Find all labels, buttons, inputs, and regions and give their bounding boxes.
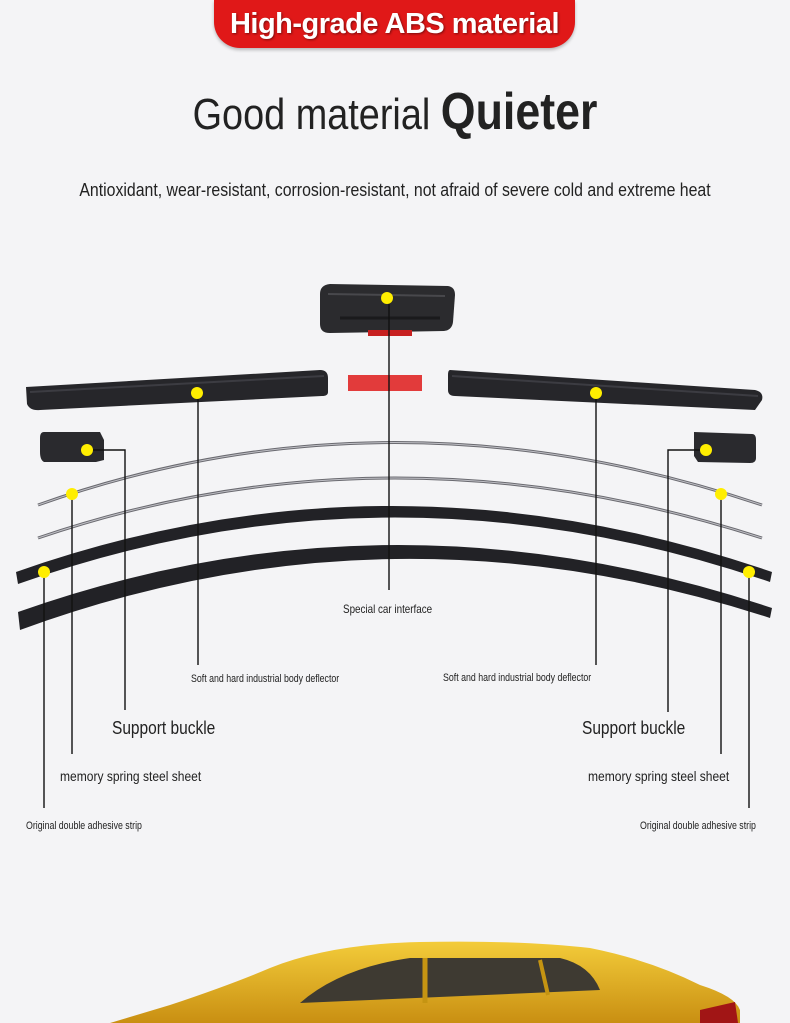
rubber-strip-upper (16, 506, 772, 584)
label-deflector-right: Soft and hard industrial body deflector (443, 672, 592, 684)
label-spring-right: memory spring steel sheet (588, 768, 730, 784)
banner-text: High-grade ABS material (229, 7, 560, 40)
label-support-buckle-right: Support buckle (582, 718, 686, 738)
rubber-strip-lower (18, 544, 772, 630)
leader-lines (43, 300, 750, 808)
label-special-car-interface: Special car interface (343, 602, 433, 616)
label-adhesive-right: Original double adhesive strip (640, 820, 756, 832)
headline-part2: Quieter (440, 83, 598, 141)
label-deflector-left: Soft and hard industrial body deflector (191, 673, 340, 685)
label-support-buckle-left: Support buckle (112, 718, 216, 738)
markers (38, 292, 755, 578)
adapter-part (320, 284, 455, 336)
red-cap (348, 375, 422, 391)
label-spring-left: memory spring steel sheet (60, 768, 202, 784)
banner: High-grade ABS material (214, 0, 575, 48)
headline-part1: Good material (192, 90, 431, 139)
label-adhesive-left: Original double adhesive strip (26, 820, 142, 832)
headline: Good material Quieter (55, 82, 734, 142)
right-end-cap (694, 432, 756, 463)
subline: Antioxidant, wear-resistant, corrosion-r… (79, 180, 711, 200)
